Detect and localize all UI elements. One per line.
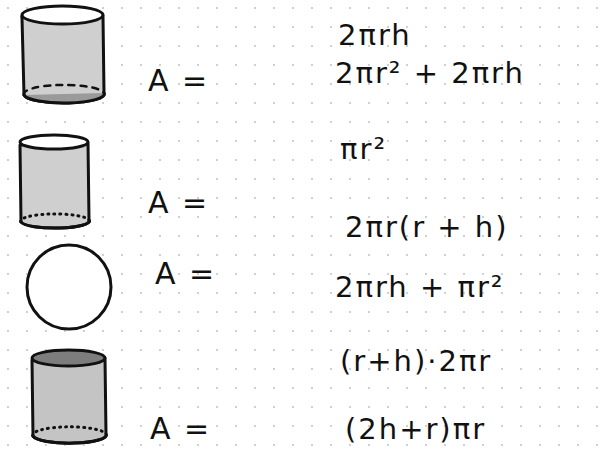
circle-figure [27,245,111,329]
cylinder-figure [22,6,104,103]
area-label: A = [148,186,209,219]
area-label: A = [150,412,211,445]
area-label: A = [155,257,216,290]
area-formula: 2πr(r + h) [345,212,509,244]
area-formula: 2πrh + πr² [335,272,504,304]
area-formula: (r+h)·2πr [340,346,492,378]
area-formula: 2πr² + 2πrh [335,58,525,90]
cylinder-figure [20,135,89,228]
area-label: A = [148,64,209,97]
area-formula: 2πrh [338,20,412,52]
area-formula: πr² [340,134,387,166]
cylinder-figure [32,350,106,443]
area-formula: (2h+r)πr [345,414,486,446]
